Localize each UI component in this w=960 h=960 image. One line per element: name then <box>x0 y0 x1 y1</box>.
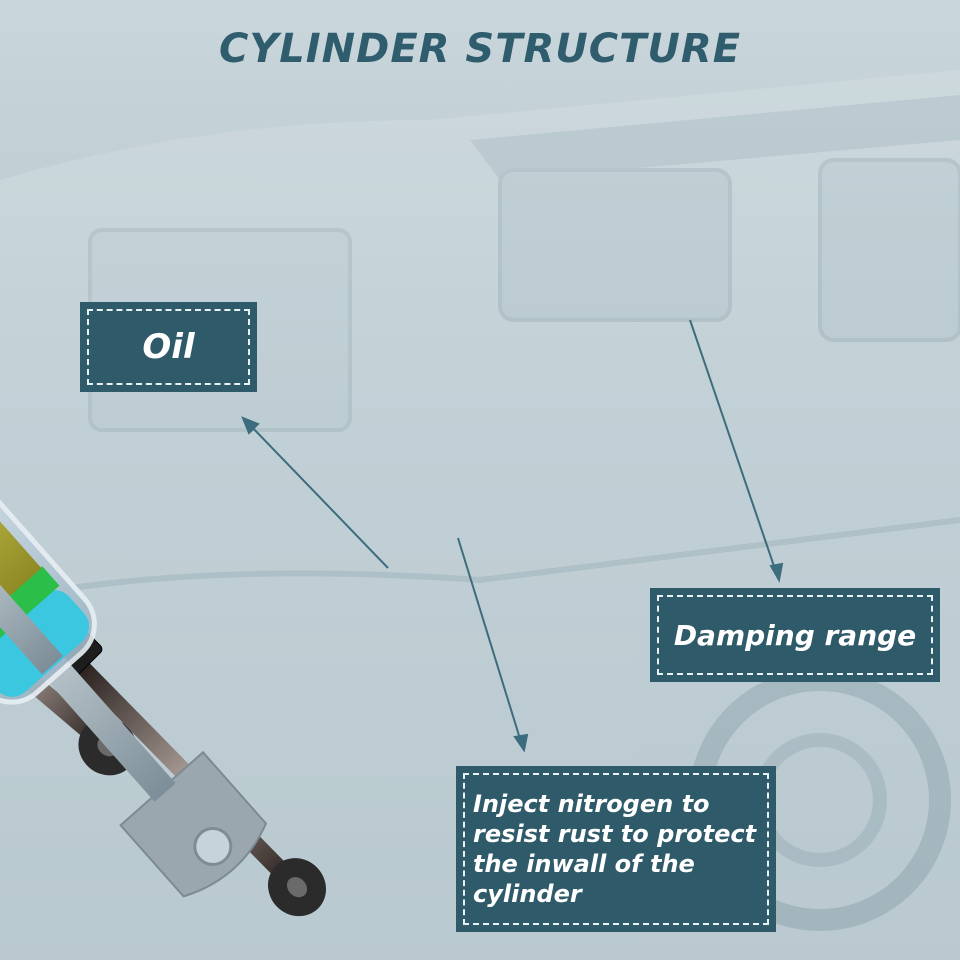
pointer-arrows <box>241 319 784 753</box>
nitrogen-label-text: Inject nitrogen to resist rust to protec… <box>473 790 757 908</box>
damping-range-label-text: Damping range <box>673 618 917 652</box>
oil-label-text: Oil <box>142 327 195 367</box>
nitrogen-label: Inject nitrogen to resist rust to protec… <box>456 766 776 932</box>
cutaway-cylinder <box>0 142 268 898</box>
oil-label: Oil <box>80 302 257 392</box>
damping-range-label: Damping range <box>650 588 940 682</box>
page-title: CYLINDER STRUCTURE <box>218 26 742 72</box>
car-silhouette <box>0 70 960 960</box>
